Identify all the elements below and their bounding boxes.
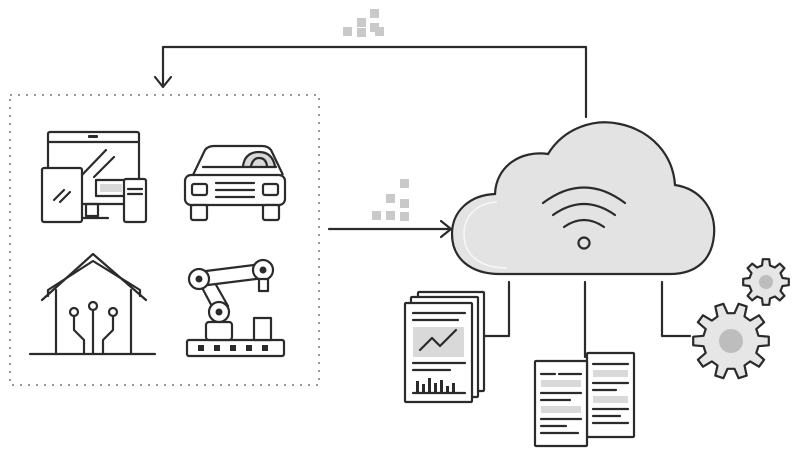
robot-arm-icon <box>185 258 286 358</box>
cloud-wifi-icon <box>450 121 716 276</box>
large-gear-icon <box>692 302 770 380</box>
cloud-connectors <box>482 280 692 359</box>
open-book-icon <box>533 351 636 448</box>
device-group-boundary <box>9 94 320 386</box>
devices-to-cloud-arrow <box>327 219 453 239</box>
devices-icon <box>40 130 148 224</box>
report-document-icon <box>403 290 486 404</box>
car-icon <box>183 144 287 222</box>
pixel-cluster-middle <box>372 179 409 221</box>
small-gear-icon <box>742 258 790 306</box>
smart-home-icon <box>28 252 157 356</box>
gear-small-hub <box>759 275 773 289</box>
gear-large-hub <box>719 329 743 353</box>
pixel-cluster-top <box>343 9 384 37</box>
feedback-arrow <box>153 45 588 119</box>
